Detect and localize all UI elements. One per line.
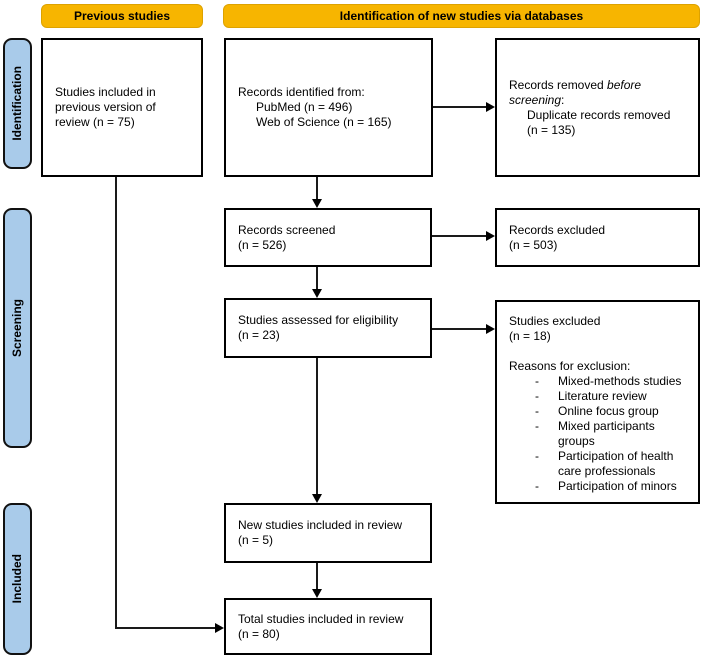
- arrow-right-icon: [486, 102, 495, 112]
- box-records-identified-wos: Web of Science (n = 165): [256, 115, 392, 129]
- box-records-screened: Records screened (n = 526): [224, 208, 432, 267]
- box-studies-assessed-count: (n = 23): [238, 328, 280, 342]
- exclusion-reason-item: - Participation of minors: [509, 479, 694, 494]
- list-dash: -: [535, 419, 539, 433]
- arrow-down-icon: [312, 199, 322, 208]
- exclusion-reason-item: - Mixed-methods studies: [509, 374, 694, 389]
- arrow-assessed-to-excluded-line: [432, 328, 486, 330]
- exclusion-reason-item: - Literature review: [509, 389, 694, 404]
- box-records-identified-pubmed: PubMed (n = 496): [256, 100, 353, 114]
- stage-label-included: Included: [3, 503, 32, 655]
- box-studies-assessed: Studies assessed for eligibility (n = 23…: [224, 298, 432, 358]
- arrow-new-to-total-line: [316, 563, 318, 589]
- header-identification-new-studies: Identification of new studies via databa…: [223, 4, 700, 28]
- arrow-right-icon: [215, 623, 224, 633]
- list-dash: -: [535, 479, 539, 493]
- box-total-studies-title: Total studies included in review: [238, 611, 404, 626]
- stage-label-included-text: Included: [10, 554, 24, 604]
- box-previous-studies-line: previous version of: [55, 100, 156, 114]
- list-dash: -: [535, 404, 539, 418]
- box-new-studies-included: New studies included in review (n = 5): [224, 503, 432, 563]
- blank-line: [509, 344, 694, 359]
- arrow-right-icon: [486, 231, 495, 241]
- box-records-removed: Records removed before screening: Duplic…: [495, 38, 700, 177]
- box-records-excluded-count: (n = 503): [509, 237, 558, 252]
- list-dash: -: [535, 389, 539, 403]
- box-previous-studies-included: Studies included in previous version of …: [41, 38, 203, 177]
- arrow-assessed-to-new-line: [316, 358, 318, 494]
- exclusion-reason-text: Participation of health care professiona…: [558, 449, 674, 478]
- exclusion-reason-text: Online focus group: [558, 404, 659, 418]
- stage-label-screening: Screening: [3, 208, 32, 448]
- exclusion-reason-item: - Mixed participants groups: [509, 419, 694, 449]
- box-records-identified: Records identified from: PubMed (n = 496…: [224, 38, 433, 177]
- arrow-down-icon: [312, 289, 322, 298]
- arrow-previous-to-total-vline: [115, 177, 117, 628]
- box-previous-studies-line: Studies included in: [55, 85, 156, 99]
- box-studies-excluded-reasons-title: Reasons for exclusion:: [509, 359, 631, 373]
- box-records-excluded-title: Records excluded: [509, 222, 606, 237]
- box-records-removed-colon: :: [561, 92, 565, 107]
- box-records-excluded: Records excluded (n = 503): [495, 208, 700, 267]
- stage-label-identification-text: Identification: [10, 66, 24, 141]
- box-records-removed-italic: before screening: [509, 77, 642, 107]
- box-total-studies-count: (n = 80): [238, 626, 280, 641]
- list-dash: -: [535, 374, 539, 388]
- stage-label-identification: Identification: [3, 38, 32, 169]
- box-total-studies-included: Total studies included in review (n = 80…: [224, 598, 432, 655]
- box-records-removed-count: (n = 135): [527, 122, 576, 137]
- box-records-removed-detail: Duplicate records removed: [527, 107, 671, 122]
- box-records-screened-title: Records screened: [238, 222, 336, 237]
- arrow-previous-to-total-hline: [115, 627, 215, 629]
- box-new-studies-title: New studies included in review: [238, 518, 403, 532]
- header-previous-studies: Previous studies: [41, 4, 203, 28]
- arrow-down-icon: [312, 494, 322, 503]
- box-new-studies-count: (n = 5): [238, 533, 274, 547]
- arrow-down-icon: [312, 589, 322, 598]
- box-studies-excluded-count: (n = 18): [509, 329, 551, 343]
- arrow-identified-to-removed-line: [433, 106, 486, 108]
- exclusion-reason-item: - Participation of health care professio…: [509, 449, 694, 479]
- box-studies-excluded: Studies excluded (n = 18) Reasons for ex…: [495, 300, 700, 504]
- exclusion-reason-text: Mixed-methods studies: [558, 374, 682, 388]
- arrow-screened-to-assessed-line: [316, 267, 318, 289]
- arrow-screened-to-excluded-line: [432, 235, 486, 237]
- exclusion-reason-text: Literature review: [558, 389, 647, 403]
- exclusion-reason-item: - Online focus group: [509, 404, 694, 419]
- box-records-identified-title: Records identified from:: [238, 85, 365, 99]
- box-records-removed-title: Records removed before screening:: [509, 78, 690, 108]
- exclusion-reason-text: Participation of minors: [558, 479, 677, 493]
- box-records-screened-count: (n = 526): [238, 237, 287, 252]
- arrow-right-icon: [486, 324, 495, 334]
- box-studies-excluded-title: Studies excluded: [509, 314, 601, 328]
- exclusion-reason-text: Mixed participants groups: [558, 419, 655, 448]
- box-records-removed-prefix: Records removed: [509, 77, 608, 92]
- box-studies-assessed-title: Studies assessed for eligibility: [238, 313, 399, 327]
- list-dash: -: [535, 449, 539, 463]
- stage-label-screening-text: Screening: [10, 298, 24, 358]
- arrow-identified-to-screened-line: [316, 177, 318, 199]
- box-previous-studies-line: review (n = 75): [55, 115, 135, 129]
